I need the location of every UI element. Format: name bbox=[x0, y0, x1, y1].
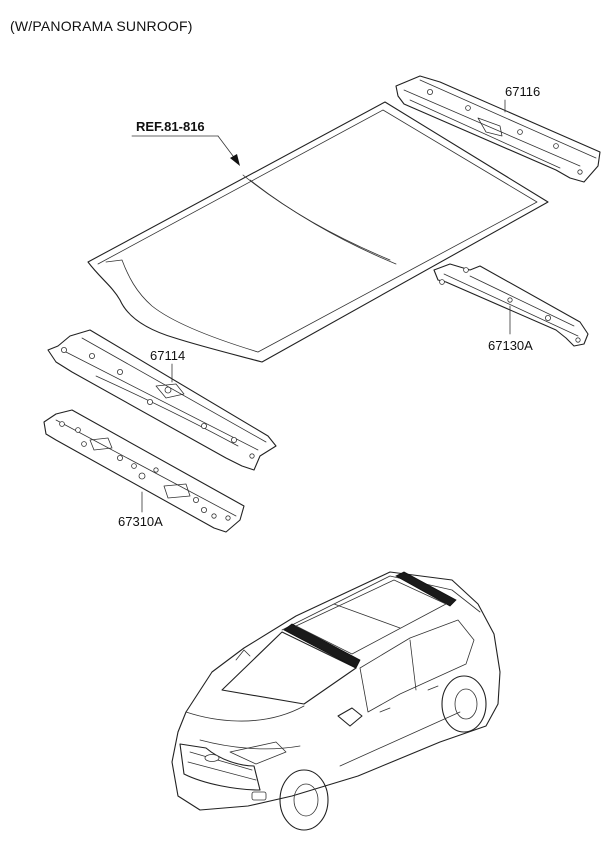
vehicle-illustration bbox=[171, 571, 501, 831]
part-label-67310a: 67310A bbox=[118, 514, 163, 529]
diagram-caption: (W/PANORAMA SUNROOF) bbox=[10, 18, 193, 34]
center-bow-part: 67130A bbox=[433, 263, 589, 353]
front-inner-part: 67310A bbox=[43, 409, 245, 533]
ref-leader-line bbox=[217, 135, 237, 161]
ref-label: REF.81-816 bbox=[136, 119, 205, 134]
front-rail-part: 67114 bbox=[47, 329, 277, 471]
ref-callout: REF.81-816 bbox=[131, 119, 240, 166]
part-label-67114: 67114 bbox=[150, 348, 185, 363]
rear-rail-highlight bbox=[395, 571, 457, 607]
front-rail-highlight bbox=[283, 623, 361, 669]
part-label-67116: 67116 bbox=[505, 84, 540, 99]
part-label-67130a: 67130A bbox=[488, 338, 533, 353]
rear-rail-part: 67116 bbox=[395, 75, 601, 183]
ref-arrowhead bbox=[230, 154, 240, 166]
roof-panel bbox=[87, 101, 549, 363]
